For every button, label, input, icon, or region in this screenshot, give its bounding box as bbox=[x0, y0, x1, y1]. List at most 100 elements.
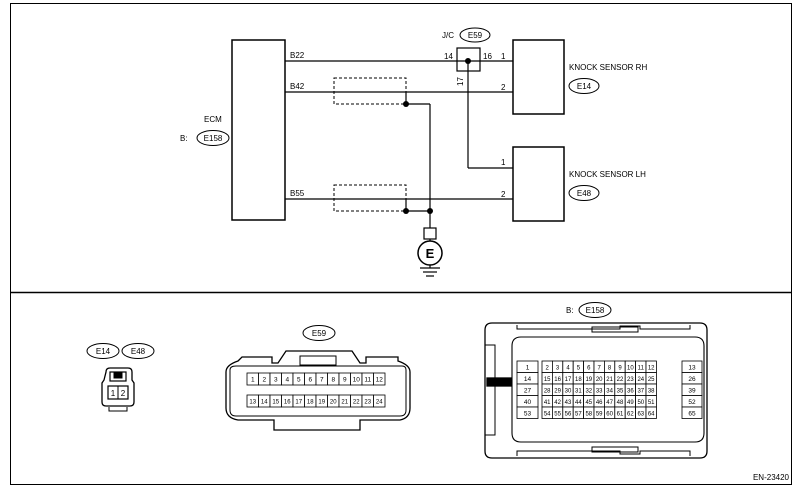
e59-pin-5: 5 bbox=[297, 377, 301, 384]
e158-pin-63: 63 bbox=[637, 411, 644, 417]
e158-pin-8: 8 bbox=[608, 365, 612, 371]
e158-pin-65-cell bbox=[681, 406, 703, 419]
e158-pin-21: 21 bbox=[606, 377, 613, 383]
e158-pin-14: 14 bbox=[524, 376, 532, 383]
e158-pin-22: 22 bbox=[617, 377, 624, 383]
e14-pin-2: 2 bbox=[121, 389, 126, 398]
e158-pin-15: 15 bbox=[544, 377, 551, 383]
jc-connector-id: E59 bbox=[468, 31, 483, 40]
e158-pin-48: 48 bbox=[617, 400, 624, 406]
e158-pin-4: 4 bbox=[566, 365, 570, 371]
e59-pin-14: 14 bbox=[261, 400, 268, 406]
e158-pin-50: 50 bbox=[637, 400, 644, 406]
e158-pin-9: 9 bbox=[618, 365, 622, 371]
e158-pin-60: 60 bbox=[606, 411, 613, 417]
e59-pin-13: 13 bbox=[249, 400, 256, 406]
e14-pin-1: 1 bbox=[111, 389, 116, 398]
e158-pin-65: 65 bbox=[688, 410, 696, 417]
e158-pin-57: 57 bbox=[575, 411, 582, 417]
e158-pin-12: 12 bbox=[648, 365, 655, 371]
e158-pin-30: 30 bbox=[565, 388, 572, 394]
e158-pin-13: 13 bbox=[688, 364, 696, 371]
e158-pin-64: 64 bbox=[648, 411, 655, 417]
e158-pin-18: 18 bbox=[575, 377, 582, 383]
figure-id: EN-23420 bbox=[753, 473, 790, 482]
e59-pin-22: 22 bbox=[353, 400, 360, 406]
knock-sensor-lh-label: KNOCK SENSOR LH bbox=[569, 170, 646, 179]
e158-pin-46: 46 bbox=[596, 400, 603, 406]
e158-pin-44: 44 bbox=[575, 400, 582, 406]
e59-pin-16: 16 bbox=[284, 400, 291, 406]
e158-pin-36: 36 bbox=[627, 388, 634, 394]
knock-sensor-lh-box bbox=[512, 146, 565, 222]
ground-symbol-label: E bbox=[426, 246, 435, 261]
e59-pin-20: 20 bbox=[330, 400, 337, 406]
ecm-pin-b22: B22 bbox=[290, 51, 305, 60]
e158-pin-59: 59 bbox=[596, 411, 603, 417]
e158-pin-33: 33 bbox=[596, 388, 603, 394]
ecm-connector-prefix: B: bbox=[180, 134, 188, 143]
e158-pin-55: 55 bbox=[554, 411, 561, 417]
e158-pin-32: 32 bbox=[585, 388, 592, 394]
e158-pin-26: 26 bbox=[688, 376, 696, 383]
e59-pin-24-cell bbox=[373, 394, 386, 408]
e158-pin-64-cell bbox=[645, 406, 657, 419]
connector-e14-e48: E14 E48 1 2 bbox=[86, 343, 155, 412]
e158-pin-1: 1 bbox=[526, 364, 530, 371]
e59-pin-10: 10 bbox=[353, 377, 361, 384]
rh-pin-1: 1 bbox=[501, 52, 506, 61]
e158-pin-19: 19 bbox=[585, 377, 592, 383]
e158-pin-41: 41 bbox=[544, 400, 551, 406]
e59-pin-24: 24 bbox=[376, 400, 383, 406]
knock-sensor-rh-box bbox=[512, 39, 565, 115]
e48-oval-label: E48 bbox=[131, 347, 146, 356]
e59-pin-3: 3 bbox=[274, 377, 278, 384]
jc-label: J/C bbox=[442, 31, 454, 40]
rh-connector-oval bbox=[568, 78, 600, 94]
lh-pin-1: 1 bbox=[501, 158, 506, 167]
e158-pin-38: 38 bbox=[648, 388, 655, 394]
shield-upper bbox=[333, 77, 407, 105]
e158-pin-45: 45 bbox=[585, 400, 592, 406]
wires bbox=[285, 60, 513, 228]
e158-pin-24: 24 bbox=[637, 377, 644, 383]
e158-pin-56: 56 bbox=[565, 411, 572, 417]
rh-pin-2: 2 bbox=[501, 83, 506, 92]
e59-pin-11: 11 bbox=[364, 377, 371, 384]
e158-pin-17: 17 bbox=[565, 377, 572, 383]
e158-pin-51: 51 bbox=[648, 400, 655, 406]
ground-terminal bbox=[423, 227, 437, 240]
jc-connector-oval bbox=[459, 27, 491, 43]
e158-pin-49: 49 bbox=[627, 400, 634, 406]
e158-pin-5: 5 bbox=[577, 365, 581, 371]
e158-oval-label: E158 bbox=[586, 306, 605, 315]
e59-pin-1: 1 bbox=[251, 377, 255, 384]
e59-pin-6: 6 bbox=[308, 377, 312, 384]
e158-pin-42: 42 bbox=[554, 400, 561, 406]
e158-pin-10: 10 bbox=[627, 365, 634, 371]
lh-connector-id: E48 bbox=[577, 189, 592, 198]
e158-pin-23: 23 bbox=[627, 377, 634, 383]
ecm-pin-b42: B42 bbox=[290, 82, 305, 91]
e158-pin-6: 6 bbox=[587, 365, 591, 371]
e59-pin-12-cell bbox=[373, 372, 386, 386]
e59-pin-15: 15 bbox=[272, 400, 279, 406]
e158-pin-28: 28 bbox=[544, 388, 551, 394]
e158-pin-2: 2 bbox=[546, 365, 550, 371]
e158-pin-37: 37 bbox=[637, 388, 644, 394]
ecm-box bbox=[231, 39, 286, 221]
e59-pin-8: 8 bbox=[331, 377, 335, 384]
shield-lower bbox=[333, 184, 407, 212]
e158-pin-11: 11 bbox=[638, 365, 645, 371]
rh-connector-id: E14 bbox=[577, 82, 592, 91]
e158-pin-29: 29 bbox=[554, 388, 561, 394]
e158-pin-20: 20 bbox=[596, 377, 603, 383]
e59-pin-17: 17 bbox=[295, 400, 302, 406]
jc-pin-14: 14 bbox=[444, 52, 453, 61]
e59-pin-23: 23 bbox=[364, 400, 371, 406]
e158-pin-39: 39 bbox=[688, 387, 696, 394]
lh-pin-2: 2 bbox=[501, 190, 506, 199]
e158-pin-3: 3 bbox=[556, 365, 560, 371]
